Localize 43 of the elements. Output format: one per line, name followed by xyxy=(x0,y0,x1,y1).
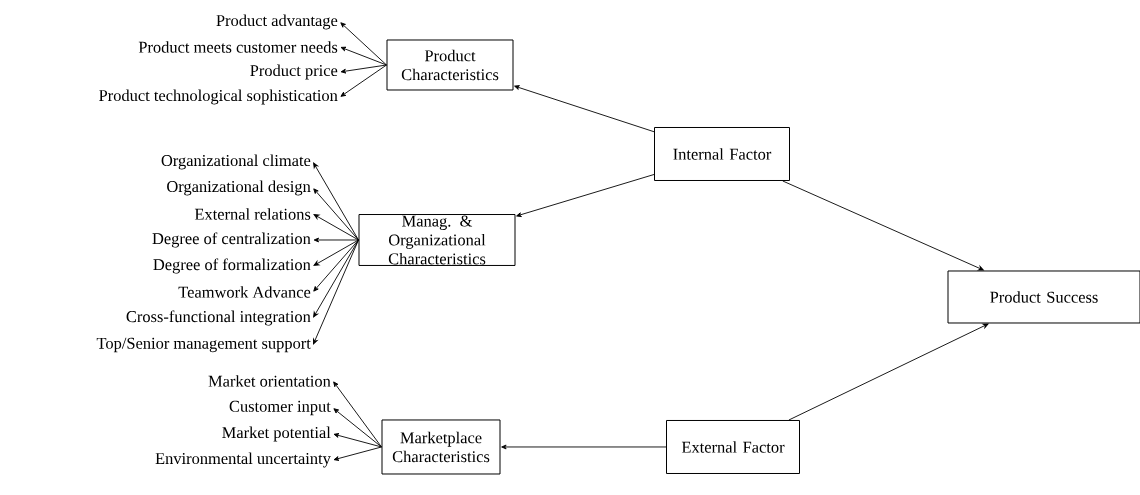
arrow xyxy=(340,22,387,66)
factor-label: Product price xyxy=(250,64,338,80)
factor-label: Product meets customer needs xyxy=(138,41,338,53)
factor-label: Organizational design xyxy=(167,180,311,196)
factor-label: Market orientation xyxy=(208,375,331,387)
arrow xyxy=(501,444,667,450)
factor-label: External relations xyxy=(194,208,311,220)
arrow xyxy=(313,188,359,241)
arrow xyxy=(340,64,387,97)
factor-label: Product technological sophistication xyxy=(99,89,338,105)
process-box: Product Success xyxy=(947,270,1140,324)
factor-label: Top/Senior management support xyxy=(96,337,311,353)
arrow xyxy=(313,239,359,318)
process-box: Internal Factor xyxy=(654,127,790,181)
factor-label: Product advantage xyxy=(216,14,338,30)
process-box: Manag. & Organizational Characteristics xyxy=(358,214,516,266)
arrow xyxy=(516,174,655,217)
arrow xyxy=(782,180,984,271)
arrow xyxy=(313,239,359,345)
arrow xyxy=(514,85,655,133)
arrow xyxy=(333,446,382,461)
arrow xyxy=(313,162,359,241)
factor-label: Organizational climate xyxy=(161,154,311,170)
arrow xyxy=(333,408,382,448)
arrow xyxy=(313,214,359,241)
arrow xyxy=(333,381,382,448)
factor-label: Customer input xyxy=(229,400,331,416)
arrow xyxy=(313,239,359,266)
arrow xyxy=(313,237,359,243)
process-box: Product Characteristics xyxy=(386,39,514,91)
factor-label: Degree of centralization xyxy=(152,232,311,248)
factor-label: Cross-functional integration xyxy=(126,310,311,326)
factor-label: Market potential xyxy=(222,426,331,442)
factor-label: Environmental uncertainty xyxy=(155,452,331,468)
process-box: External Factor xyxy=(666,420,800,474)
process-box: Marketplace Characteristics xyxy=(381,419,501,475)
arrow xyxy=(340,64,387,74)
arrow xyxy=(788,323,989,421)
factor-label: Teamwork Advance xyxy=(178,286,311,298)
arrow xyxy=(313,239,359,292)
factor-label: Degree of formalization xyxy=(153,258,311,274)
arrow xyxy=(340,46,387,66)
arrow xyxy=(333,433,382,448)
